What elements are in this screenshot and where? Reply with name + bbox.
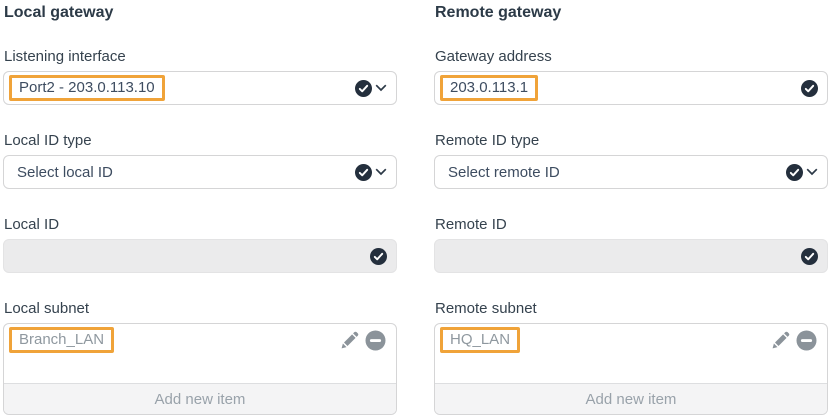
remote-id-label: Remote ID xyxy=(435,216,507,233)
annotation-box: 203.0.113.1 xyxy=(440,75,539,101)
pencil-icon[interactable] xyxy=(339,330,360,351)
local-id-input xyxy=(3,239,397,273)
remote-subnet-group: Remote subnet HQ_LAN Add new item xyxy=(434,301,828,415)
remote-subnet-add-button[interactable]: Add new item xyxy=(435,383,827,414)
listening-interface-label: Listening interface xyxy=(4,48,126,65)
list-spacer xyxy=(4,356,396,383)
remote-gateway-heading: Remote gateway xyxy=(435,4,562,21)
remote-id-type-value: Select remote ID xyxy=(448,163,560,181)
local-gateway-section: Local gateway Listening interface Port2 … xyxy=(3,2,397,415)
chevron-down-icon xyxy=(375,84,387,92)
item-actions xyxy=(770,330,817,351)
annotation-box: HQ_LAN xyxy=(440,327,521,353)
local-gateway-heading: Local gateway xyxy=(4,4,114,21)
control-icons xyxy=(370,247,387,265)
listening-interface-value: Port2 - 203.0.113.10 xyxy=(19,79,155,96)
local-id-type-label: Local ID type xyxy=(4,132,92,149)
remote-subnet-item-value: HQ_LAN xyxy=(450,331,511,348)
local-subnet-listbox: Branch_LAN Add new item xyxy=(3,323,397,415)
list-spacer xyxy=(435,356,827,383)
remote-subnet-item: HQ_LAN xyxy=(435,324,827,356)
local-subnet-add-button[interactable]: Add new item xyxy=(4,383,396,414)
check-circle-icon xyxy=(355,163,372,181)
chevron-down-icon xyxy=(375,168,387,176)
annotation-box: Port2 - 203.0.113.10 xyxy=(9,75,165,101)
control-icons xyxy=(801,247,818,265)
gateway-address-group: Gateway address 203.0.113.1 xyxy=(434,49,828,105)
control-icons xyxy=(355,79,387,97)
remote-id-group: Remote ID xyxy=(434,217,828,273)
check-circle-icon xyxy=(801,247,818,265)
listening-interface-select[interactable]: Port2 - 203.0.113.10 xyxy=(3,71,397,105)
control-icons xyxy=(786,163,818,181)
remote-subnet-label: Remote subnet xyxy=(435,300,537,317)
local-subnet-label: Local subnet xyxy=(4,300,90,317)
remote-gateway-section: Remote gateway Gateway address 203.0.113… xyxy=(434,2,828,415)
item-actions xyxy=(339,330,386,351)
check-circle-icon xyxy=(786,163,803,181)
remote-id-type-select[interactable]: Select remote ID xyxy=(434,155,828,189)
control-icons xyxy=(801,79,818,97)
gateway-address-value: 203.0.113.1 xyxy=(450,79,529,96)
listening-interface-group: Listening interface Port2 - 203.0.113.10 xyxy=(3,49,397,105)
control-icons xyxy=(355,163,387,181)
check-circle-icon xyxy=(355,79,372,97)
gateway-address-input[interactable]: 203.0.113.1 xyxy=(434,71,828,105)
local-id-type-group: Local ID type Select local ID xyxy=(3,133,397,189)
annotation-box: Branch_LAN xyxy=(9,327,115,353)
remote-id-type-group: Remote ID type Select remote ID xyxy=(434,133,828,189)
check-circle-icon xyxy=(801,79,818,97)
local-id-type-select[interactable]: Select local ID xyxy=(3,155,397,189)
remote-subnet-listbox: HQ_LAN Add new item xyxy=(434,323,828,415)
minus-circle-icon[interactable] xyxy=(365,330,386,351)
remote-id-type-label: Remote ID type xyxy=(435,132,540,149)
remote-id-input xyxy=(434,239,828,273)
local-id-group: Local ID xyxy=(3,217,397,273)
minus-circle-icon[interactable] xyxy=(796,330,817,351)
chevron-down-icon xyxy=(806,168,818,176)
local-subnet-item-value: Branch_LAN xyxy=(19,331,105,348)
local-subnet-group: Local subnet Branch_LAN Add new item xyxy=(3,301,397,415)
gateway-address-label: Gateway address xyxy=(435,48,552,65)
pencil-icon[interactable] xyxy=(770,330,791,351)
local-id-label: Local ID xyxy=(4,216,60,233)
local-id-type-value: Select local ID xyxy=(17,163,113,181)
check-circle-icon xyxy=(370,247,387,265)
local-subnet-item: Branch_LAN xyxy=(4,324,396,356)
